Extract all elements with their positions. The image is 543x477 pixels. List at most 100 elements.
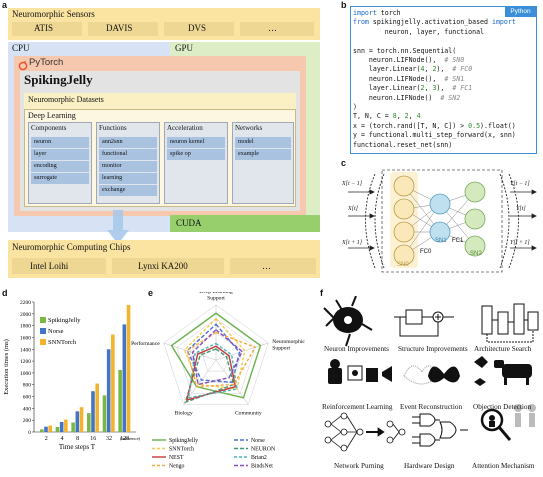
code-token: # SN2 bbox=[440, 93, 461, 102]
x-tick-label: 32 bbox=[106, 436, 112, 442]
bar bbox=[40, 429, 44, 432]
code-token: neuron.LIFNode() bbox=[353, 93, 441, 102]
legend-label: NEURON bbox=[251, 447, 276, 453]
legend-label: SpikingJelly bbox=[48, 317, 81, 324]
radar-axis-label: Community bbox=[235, 410, 262, 416]
network-model: model bbox=[235, 137, 291, 148]
chip-loihi-label: Intel Loihi bbox=[30, 261, 69, 271]
bar bbox=[126, 304, 131, 432]
label-hardware-design: Hardware Design bbox=[404, 462, 455, 470]
bar bbox=[87, 413, 91, 432]
bar bbox=[55, 426, 60, 432]
layer-label-sn2: SN2 bbox=[470, 251, 482, 257]
x-tick-label: 4 bbox=[60, 436, 63, 442]
output-label-next: Y[t + 1] bbox=[510, 240, 530, 246]
code-token: , bbox=[424, 84, 433, 93]
sn2-neurons bbox=[464, 181, 486, 257]
y-tick-label: 1200 bbox=[20, 359, 31, 365]
code-token: spikingjelly.activation_based bbox=[368, 18, 492, 27]
legend-swatch bbox=[40, 317, 46, 323]
y-tick-label: 1000 bbox=[20, 371, 31, 377]
chip-more-label: … bbox=[262, 261, 271, 271]
label-structure-improvements: Structure Improvements bbox=[398, 345, 468, 353]
code-token: 4 bbox=[420, 65, 425, 74]
layer-label-fc1: FC1 bbox=[452, 238, 464, 244]
output-label-cur: Y[t] bbox=[516, 206, 526, 212]
code-token: from bbox=[353, 18, 369, 27]
sensor-davis bbox=[88, 22, 158, 36]
component-neuron: neuron bbox=[31, 137, 89, 148]
code-line: T, N, C = 8, 2, 4 bbox=[353, 112, 516, 121]
network-frame bbox=[381, 169, 503, 273]
radar-spoke bbox=[215, 342, 269, 361]
arrow-down-icon bbox=[107, 210, 129, 244]
structure-icon bbox=[394, 309, 454, 337]
code-token: # FC0 bbox=[452, 65, 473, 74]
radar-series bbox=[187, 342, 238, 399]
label-objection-detection: Objection Detection bbox=[473, 403, 532, 411]
code-token: ), bbox=[436, 84, 453, 93]
python-tag: Python bbox=[505, 7, 536, 17]
right-output-arcs bbox=[499, 173, 519, 269]
code-token: neuron.LIFNode(), bbox=[353, 74, 445, 83]
code-token: ), bbox=[436, 65, 453, 74]
code-line: neuron.LIFNode(), # SN1 bbox=[353, 75, 516, 84]
legend-label: Norse bbox=[48, 328, 64, 335]
legend-label: Nengo bbox=[169, 464, 185, 470]
architecture-search-icon bbox=[481, 303, 539, 343]
code-token: 3 bbox=[432, 84, 437, 93]
code-line: neuron, layer, functional bbox=[353, 28, 516, 37]
code-line: layer.Linear(2, 3), # FC1 bbox=[353, 84, 516, 93]
code-token: , bbox=[424, 65, 433, 74]
y-tick-label: 400 bbox=[23, 406, 32, 412]
y-tick-label: 200 bbox=[23, 418, 32, 424]
input-label-next: X[t + 1] bbox=[342, 240, 363, 246]
bar bbox=[91, 391, 95, 432]
layer-label-fc0: FC0 bbox=[420, 249, 432, 255]
legend-label: Norse bbox=[251, 438, 265, 444]
sn1-neurons bbox=[429, 193, 451, 243]
code-line: from spikingjelly.activation_based impor… bbox=[353, 18, 516, 27]
y-tick-label: 1600 bbox=[20, 335, 31, 341]
legend-label: NEST bbox=[169, 455, 184, 461]
label-neuron-improvements: Neuron Improvements bbox=[324, 345, 389, 353]
sensor-more-label: … bbox=[268, 23, 277, 33]
panel-label-f: f bbox=[320, 288, 323, 298]
code-line: neuron.LIFNode(), # SN0 bbox=[353, 56, 516, 65]
code-token: , bbox=[396, 112, 405, 121]
accel-spike-op: spike op bbox=[167, 149, 225, 160]
input-label-prev: X[t − 1] bbox=[342, 181, 363, 187]
cuda-label: CUDA bbox=[176, 218, 202, 228]
label-architecture-search: Architecture Search bbox=[474, 345, 532, 353]
x-note: (inference) bbox=[120, 436, 140, 441]
code-token: 4 bbox=[416, 112, 421, 121]
pytorch-logo-icon bbox=[18, 58, 28, 71]
code-token: snn = torch.nn.Sequential( bbox=[353, 46, 457, 55]
bar bbox=[122, 324, 127, 432]
component-encoding: encoding bbox=[31, 161, 89, 172]
acceleration-column bbox=[164, 122, 228, 204]
code-block bbox=[350, 6, 537, 154]
sensor-more bbox=[240, 22, 314, 36]
radar-series bbox=[183, 317, 246, 390]
sn0-neurons bbox=[393, 175, 415, 266]
code-token: # SN1 bbox=[444, 74, 465, 83]
networks-column bbox=[232, 122, 294, 204]
attention-mechanism-icon bbox=[480, 404, 536, 441]
acceleration-title: Acceleration bbox=[167, 124, 203, 132]
bar bbox=[48, 425, 52, 432]
sensor-atis bbox=[12, 22, 82, 36]
code-token: 2 bbox=[404, 112, 409, 121]
y-tick-label: 2000 bbox=[20, 312, 31, 318]
code-token: import bbox=[353, 9, 377, 17]
code-token: T, N, C = bbox=[353, 112, 393, 121]
code-token: functional.reset_net(snn) bbox=[353, 140, 453, 149]
code-token: 0.5 bbox=[468, 121, 481, 130]
code-token: torch bbox=[376, 9, 401, 17]
y-tick-label: 1800 bbox=[20, 324, 31, 330]
sensor-dvs bbox=[164, 22, 234, 36]
